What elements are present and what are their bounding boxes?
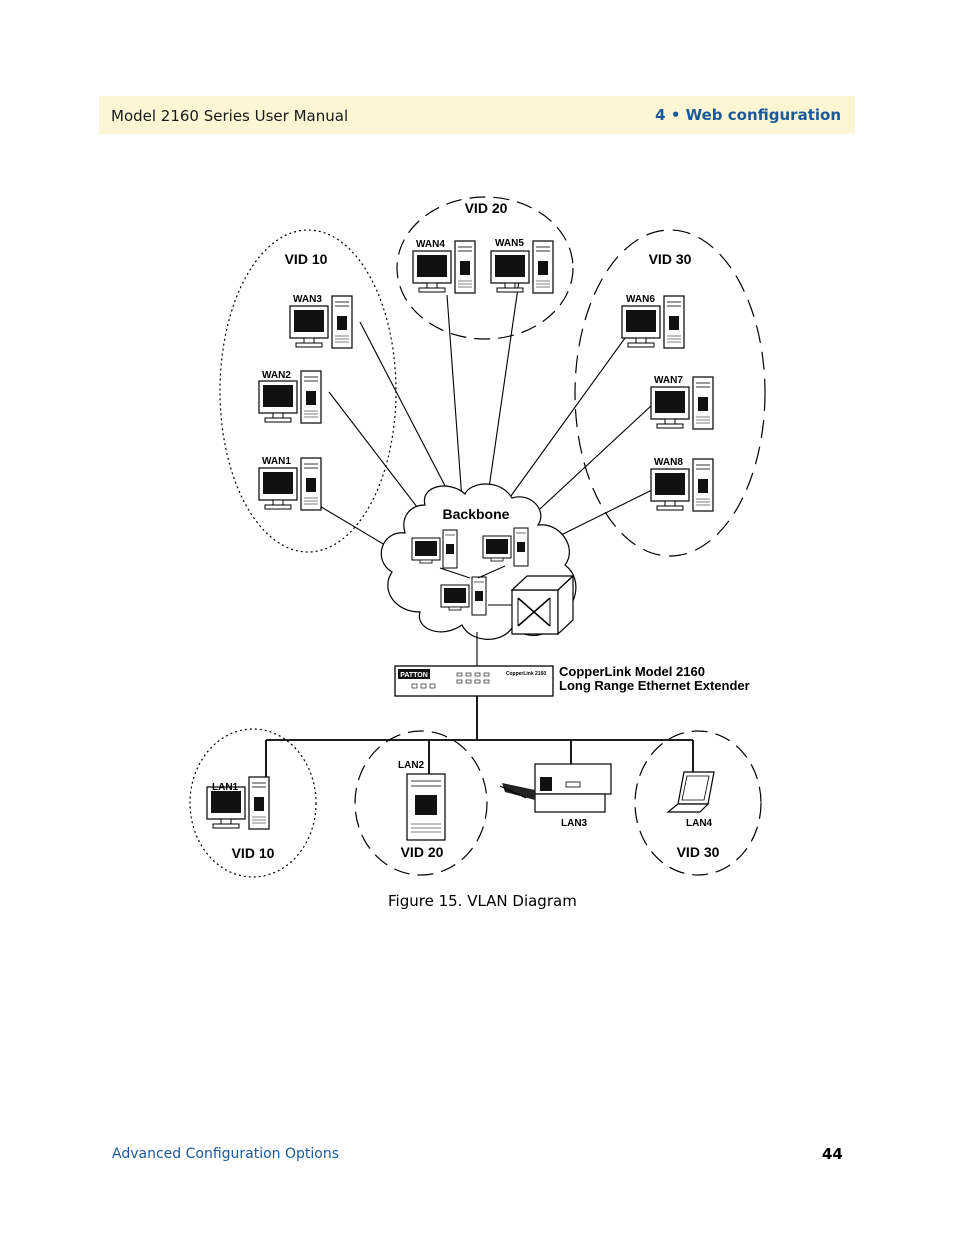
page-header: Model 2160 Series User Manual 4 • Web co… bbox=[99, 96, 855, 134]
device-front-label: CopperLink 2160 bbox=[506, 671, 547, 677]
wan5-label: WAN5 bbox=[495, 238, 524, 249]
vid30-bottom-label: VID 30 bbox=[677, 844, 720, 860]
lan-bus bbox=[265, 696, 694, 778]
wan6-label: WAN6 bbox=[626, 294, 655, 305]
wan4-label: WAN4 bbox=[416, 239, 445, 250]
lan2-server bbox=[406, 773, 446, 841]
lan4-label: LAN4 bbox=[686, 818, 713, 829]
copperlink-device: PATTON CopperLink 2160 bbox=[394, 665, 554, 697]
vid30-top-label: VID 30 bbox=[649, 251, 692, 267]
backbone-label: Backbone bbox=[443, 506, 510, 522]
wan7-label: WAN7 bbox=[654, 375, 683, 386]
vid20-bottom-label: VID 20 bbox=[401, 844, 444, 860]
wan8-label: WAN8 bbox=[654, 457, 683, 468]
device-brand: PATTON bbox=[400, 672, 428, 679]
lan1-label: LAN1 bbox=[212, 782, 239, 793]
manual-title: Model 2160 Series User Manual bbox=[111, 107, 349, 125]
vid30-top-group-outline bbox=[574, 229, 766, 557]
lan3-label: LAN3 bbox=[561, 818, 588, 829]
vid20-top-label: VID 20 bbox=[465, 200, 508, 216]
backbone-switch-icon bbox=[510, 574, 575, 636]
page-number: 44 bbox=[822, 1145, 843, 1163]
figure-caption: Figure 15. VLAN Diagram bbox=[388, 892, 577, 910]
device-name-line2: Long Range Ethernet Extender bbox=[559, 678, 750, 693]
chapter-title: 4 • Web configuration bbox=[655, 106, 841, 124]
wan1-label: WAN1 bbox=[262, 456, 291, 467]
wan2-label: WAN2 bbox=[262, 370, 291, 381]
device-name-line1: CopperLink Model 2160 bbox=[559, 664, 705, 679]
wan3-label: WAN3 bbox=[293, 294, 322, 305]
vid30-bottom-group-outline bbox=[634, 730, 762, 876]
vid20-bottom-group-outline bbox=[354, 730, 488, 876]
vid20-top-group-outline bbox=[396, 196, 574, 340]
lan2-label: LAN2 bbox=[398, 760, 425, 771]
lan4-laptop-icon bbox=[666, 771, 715, 813]
footer-section-title: Advanced Configuration Options bbox=[112, 1146, 340, 1162]
vid10-top-label: VID 10 bbox=[285, 251, 328, 267]
backbone-lan-lines bbox=[439, 565, 512, 606]
vid10-bottom-group-outline bbox=[189, 728, 317, 878]
vid10-bottom-label: VID 10 bbox=[232, 845, 275, 861]
lan3-printer-icon bbox=[499, 763, 612, 813]
wan-links bbox=[317, 280, 653, 549]
